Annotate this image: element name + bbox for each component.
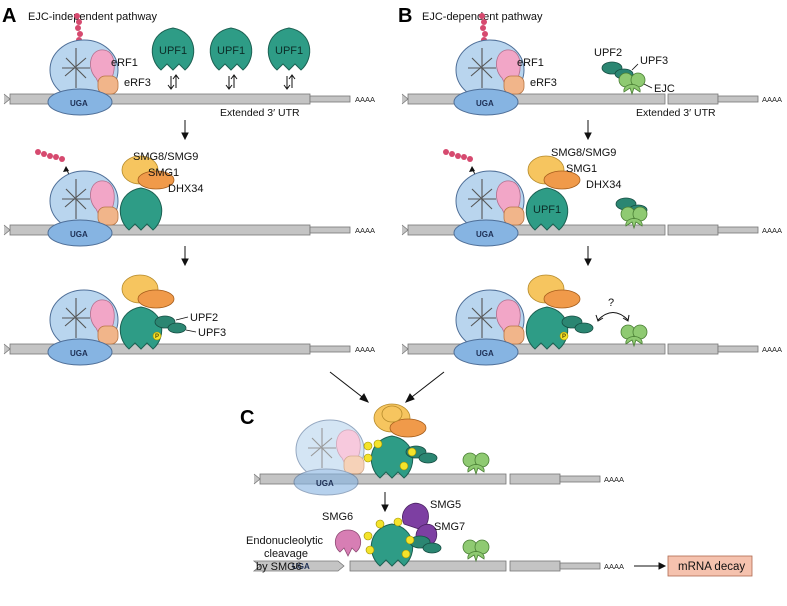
converge-arrows	[329, 371, 445, 403]
step-arrow-a2	[181, 246, 189, 267]
upf1-label-a3: UPF1	[275, 45, 303, 57]
panel-a: A EJC-independent pathway AAAA Extended …	[2, 5, 375, 366]
uga-c1: UGA	[316, 479, 334, 488]
endonucleolytic-line3: by SMG6	[256, 561, 302, 573]
poly-a-b1: AAAA	[762, 95, 782, 104]
smg6-label: SMG6	[322, 511, 353, 523]
dhx34-label-a: DHX34	[168, 183, 203, 195]
mrna-c2-three-prime	[349, 560, 601, 572]
smg1-label-a: SMG1	[148, 167, 179, 179]
mrna-a3	[3, 343, 351, 355]
phospho-a3	[152, 331, 162, 341]
smg6-c2	[334, 529, 362, 557]
ejc-c1	[462, 452, 490, 475]
mrna-decay-label: mRNA decay	[678, 561, 745, 573]
phospho-group-c2	[363, 517, 415, 559]
dhx34-label-b: DHX34	[586, 179, 621, 191]
smg1-label-b: SMG1	[566, 163, 597, 175]
smg7-label: SMG7	[434, 521, 465, 533]
step-arrow-c1	[381, 492, 389, 513]
endonucleolytic-line1: Endonucleolytic	[246, 535, 324, 547]
phospho-label-a3: P	[155, 334, 159, 340]
panel-b: B EJC-dependent pathway AAAA Extended 3′…	[398, 5, 782, 366]
poly-a-c2: AAAA	[604, 562, 624, 571]
interaction-arrow-b3	[595, 312, 630, 322]
upf1-label-a1: UPF1	[159, 45, 187, 57]
smg-complex-a3	[121, 274, 175, 309]
upf3-label-b: UPF3	[640, 55, 668, 67]
mrna-b1	[401, 93, 759, 105]
step-arrow-b1	[584, 120, 592, 141]
ejc-leader-b	[643, 83, 653, 89]
erf3-label-b: eRF3	[530, 77, 557, 89]
upf1-bound-c2	[370, 523, 414, 567]
uga-a2: UGA	[70, 230, 88, 239]
ejc-c2	[462, 539, 490, 562]
phospho-label-b3: P	[562, 334, 566, 340]
uga-b1: UGA	[476, 99, 494, 108]
step-arrow-a1	[181, 120, 189, 141]
endonucleolytic-line2: cleavage	[264, 548, 308, 560]
upf3-leader-b	[631, 63, 639, 71]
uga-c2: UGA	[292, 562, 310, 571]
uga-a1: UGA	[70, 99, 88, 108]
extended-utr-b: Extended 3′ UTR	[636, 107, 716, 119]
upf1-label-b2: UPF1	[533, 204, 561, 216]
mrna-decay-box	[667, 555, 753, 577]
smg-complex-b3	[527, 274, 581, 309]
erf1-label-a: eRF1	[111, 57, 138, 69]
ejc-b3	[620, 324, 648, 347]
smg8-smg9-label-b: SMG8/SMG9	[551, 147, 616, 159]
uga-b2: UGA	[476, 230, 494, 239]
mrna-a2	[3, 224, 351, 236]
mrna-c2-five-prime	[252, 560, 345, 572]
decay-arrow	[634, 562, 667, 570]
upf3-leader-a	[185, 329, 197, 333]
poly-a-a1: AAAA	[355, 95, 375, 104]
erf3-label-a: eRF3	[124, 77, 151, 89]
question-mark-b3: ?	[608, 297, 614, 309]
poly-a-b2: AAAA	[762, 226, 782, 235]
upf1-bound-a3	[119, 306, 163, 350]
poly-a-b3: AAAA	[762, 345, 782, 354]
ejc-label-b: EJC	[654, 83, 675, 95]
ejc-b1	[618, 72, 646, 95]
smg8-smg9-label-a: SMG8/SMG9	[133, 151, 198, 163]
uga-a3: UGA	[70, 349, 88, 358]
mrna-a1	[3, 93, 351, 105]
phospho-b3	[559, 331, 569, 341]
upf2-leader-a	[175, 316, 189, 321]
poly-a-c1: AAAA	[604, 475, 624, 484]
panel-letter-a: A	[2, 5, 16, 27]
erf1-label-b: eRF1	[517, 57, 544, 69]
upf2-label-b: UPF2	[594, 47, 622, 59]
smg5-label: SMG5	[430, 499, 461, 511]
upf1-label-a2: UPF1	[217, 45, 245, 57]
upf1-bound-b3	[525, 306, 569, 350]
poly-a-a2: AAAA	[355, 226, 375, 235]
smg-top-c1	[381, 405, 403, 423]
panel-c: C AAAA UGA UGA	[240, 403, 753, 577]
extended-utr-a: Extended 3′ UTR	[220, 107, 300, 119]
panel-letter-b: B	[398, 5, 412, 27]
poly-a-a3: AAAA	[355, 345, 375, 354]
upf2-label-a: UPF2	[190, 312, 218, 324]
panel-title-a: EJC-independent pathway	[28, 11, 158, 23]
phospho-group-c1	[363, 439, 417, 471]
equilibrium-arrows-a	[167, 74, 296, 90]
step-arrow-b2	[584, 246, 592, 267]
upf1-bound-a2	[119, 187, 163, 231]
uga-b3: UGA	[476, 349, 494, 358]
panel-letter-c: C	[240, 407, 254, 429]
upf3-label-a: UPF3	[198, 327, 226, 339]
